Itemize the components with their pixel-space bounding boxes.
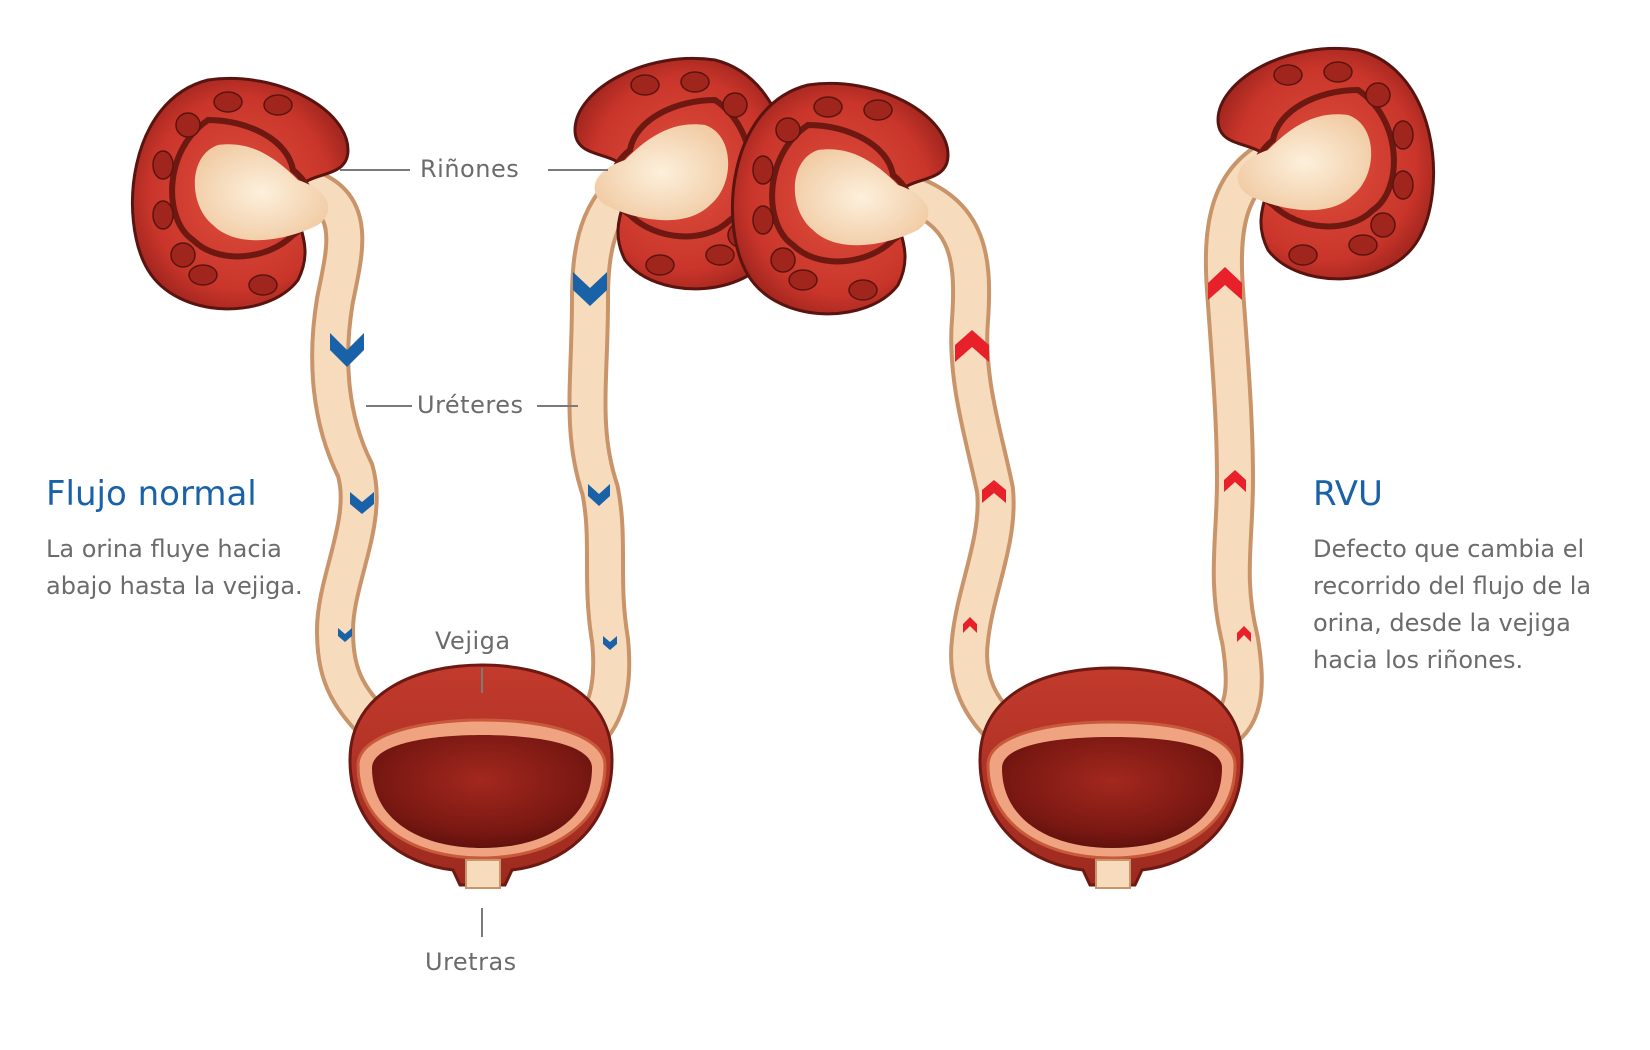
arrow-down-icon [338, 628, 352, 642]
ureters-normal [280, 150, 670, 760]
kidney-normal-left [131, 77, 350, 311]
arrow-down-icon [588, 484, 610, 506]
flow-arrows-down [330, 272, 617, 650]
arrow-up-icon [963, 617, 977, 633]
label-kidneys: Riñones [420, 155, 520, 183]
normal-flow-title: Flujo normal [46, 474, 257, 514]
reflux-line: recorrido del flujo de la [1313, 572, 1592, 600]
bladder-reflux [978, 666, 1244, 889]
normal-flow-description: La orina fluye hacia abajo hasta la veji… [46, 531, 303, 605]
kidney-reflux-left [731, 82, 950, 316]
label-ureters: Uréteres [417, 391, 524, 419]
label-urethra: Uretras [425, 948, 517, 976]
reflux-description: Defecto que cambia el recorrido del fluj… [1313, 531, 1591, 679]
arrow-up-icon [955, 330, 989, 362]
label-bladder: Vejiga [435, 627, 511, 655]
reflux-line: orina, desde la vejiga [1313, 609, 1571, 637]
bladder-normal [348, 663, 614, 889]
reflux-line: Defecto que cambia el [1313, 535, 1585, 563]
normal-flow-line: La orina fluye hacia [46, 535, 282, 563]
arrow-down-icon [603, 636, 617, 650]
arrow-up-icon [1224, 470, 1246, 492]
arrow-up-icon [982, 480, 1006, 503]
leader-lines [340, 169, 608, 937]
normal-flow-line: abajo hasta la vejiga. [46, 572, 303, 600]
arrow-down-icon [573, 272, 607, 306]
kidney-reflux-right [1216, 47, 1435, 281]
arrow-up-icon [1208, 267, 1242, 300]
ureters-reflux [880, 130, 1310, 755]
arrow-up-icon [1237, 626, 1251, 642]
flow-arrows-up [955, 267, 1251, 642]
arrow-down-icon [330, 333, 364, 367]
reflux-line: hacia los riñones. [1313, 646, 1524, 674]
reflux-title: RVU [1313, 474, 1383, 514]
arrow-down-icon [350, 492, 374, 514]
